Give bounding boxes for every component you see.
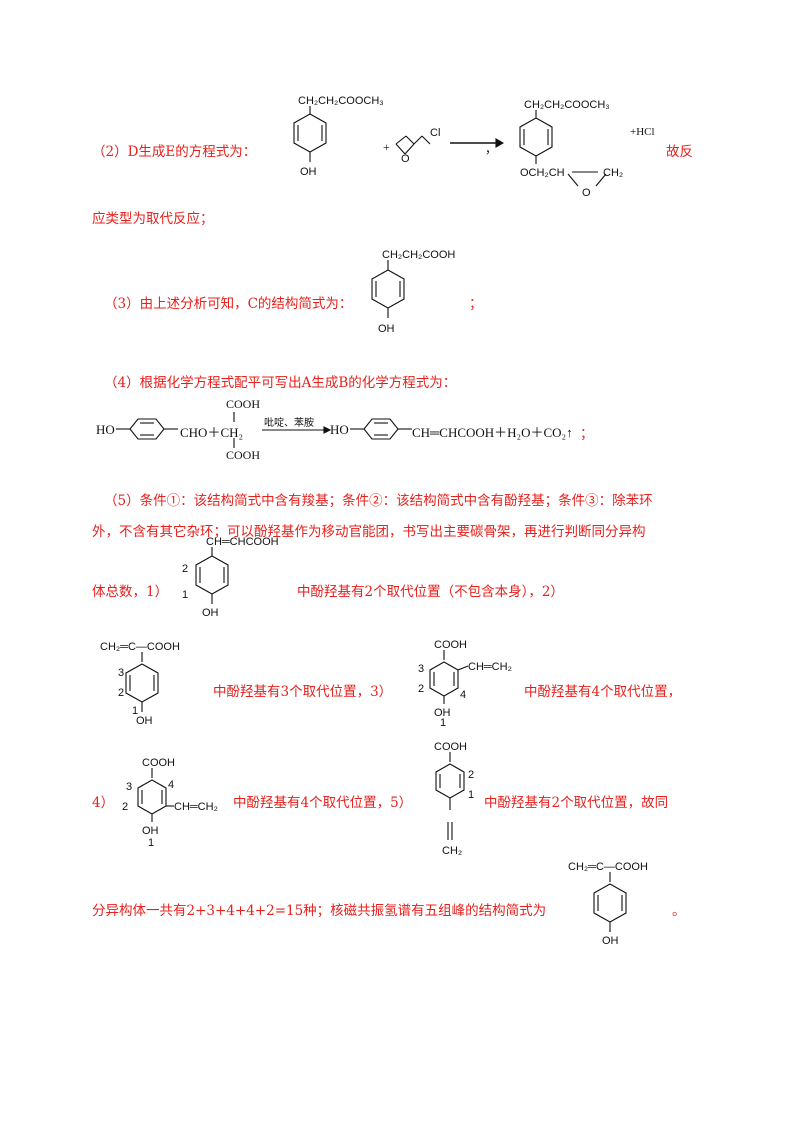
equation-product: CH═CHCOOH＋H₂O＋CO₂↑ [412,425,573,440]
isomer3-oh: OH [434,707,451,719]
section4-end: ； [580,426,594,442]
isomer1-substituent: CH═CHCOOH [206,536,279,548]
section5-line1: （5）条件①：该结构简式中含有羧基；条件②：该结构简式中含有酚羟基；条件③：除苯… [104,493,653,509]
isomer3-pos4: 4 [460,689,466,701]
aldehyde-ring [116,418,178,440]
isomer2-structure: CH₂═C—COOH OH 3 2 1 [100,641,180,727]
comma: ， [485,142,498,156]
reactant-ester-structure: CH₂CH₂COOCH₃ OH [293,96,384,178]
isomer4-pos1: 1 [148,837,154,849]
compound-c-structure: CH₂CH₂COOH OH [371,249,455,335]
isomer5-text: 中酚羟基有2个取代位置，故同 [484,795,669,811]
isomer5-ch2: CH₂ [442,845,462,857]
cinnamic-ring [350,418,412,440]
malonic-cooh-top: COOH [226,397,261,411]
section4-text: （4）根据化学方程式配平可写出A生成B的化学方程式为： [104,375,457,391]
isomer4-prefix: 4） [92,795,115,811]
section3-end: ； [469,296,483,312]
isomer2-text: 中酚羟基有3个取代位置，3） [213,684,393,700]
final-substituent: CH₂═C—COOH [568,861,648,873]
malonic-bonds [233,412,235,448]
isomer1-structure: CH═CHCOOH OH 2 1 [182,536,279,619]
isomer5-pos2: 2 [468,769,474,781]
isomer3-pos1: 1 [440,717,446,726]
isomer5-pos1: 1 [468,789,474,801]
epichlorohydrin-structure: Cl O [395,127,440,162]
isomer2-pos2: 2 [118,687,124,699]
equation-arrow [262,426,332,434]
equation-ho: HO [96,422,115,437]
isomer3-structure: COOH CH═CH₂ OH 3 2 4 1 [418,639,512,726]
isomer3-pos2: 2 [418,683,424,695]
isomer4-vinyl: CH═CH₂ [174,801,218,813]
reactant-oh: OH [300,166,317,178]
product-epoxide-o: O [582,187,591,199]
isomer2-pos3: 3 [118,667,124,679]
product-ch2: CH₂ [603,167,623,179]
isomer4-pos2: 2 [122,801,128,813]
isomer4-pos3: 3 [126,781,132,793]
compound-c-substituent: CH₂CH₂COOH [382,249,455,261]
plus-sign: + [383,140,390,154]
isomer4-structure: COOH CH═CH₂ OH 3 2 4 1 [122,757,218,849]
reaction-arrow [450,138,504,148]
product-och2ch: OCH₂CH [520,167,565,179]
isomer4-oh: OH [142,825,159,837]
equation-ho2: HO [330,422,349,437]
isomer3-vinyl: CH═CH₂ [468,661,512,673]
equation-cho-plus: CHO＋CH₂ [180,425,244,440]
reaction-conditions: 吡啶、苯胺 [264,418,314,429]
isomer3-pos3: 3 [418,663,424,675]
section5-line3-start: 体总数，1） [92,584,169,600]
isomer2-pos1: 1 [132,705,138,717]
final-end: 。 [672,903,686,919]
epoxide-o: O [401,153,410,162]
section2-line2: 应类型为取代反应； [92,211,214,227]
isomer3-cooh: COOH [434,639,467,651]
chlorine-label: Cl [430,127,440,139]
isomer5-cooh: COOH [434,741,467,753]
product-substituent: CH₂CH₂COOCH₃ [524,99,610,111]
isomer5-structure: COOH 2 CH₂ 2 1 [434,741,474,857]
isomer4-text: 中酚羟基有4个取代位置，5） [233,795,413,811]
compound-c-oh: OH [378,323,395,335]
isomer1-text: 中酚羟基有2个取代位置（不包含本身），2） [297,584,564,600]
product-ether-structure: CH₂CH₂COOCH₃ OCH₂CH O CH₂ [519,99,623,199]
section2-text: （2）D生成E的方程式为： [92,144,257,160]
final-structure: CH₂═C—COOH OH [568,861,648,947]
final-oh: OH [602,935,619,947]
section3-text: （3）由上述分析可知，C的结构简式为： [104,296,353,312]
section2-tail: 故反 [666,144,693,160]
isomer3-text: 中酚羟基有4个取代位置， [524,684,682,700]
section5-line2: 外，不含有其它杂环；可以酚羟基作为移动官能团，书写出主要碳骨架，再进行判断同分异… [92,524,646,540]
reactant-substituent: CH₂CH₂COOCH₃ [298,96,384,107]
isomer1-pos1: 1 [182,589,188,601]
isomer2-substituent: CH₂═C—COOH [100,641,180,653]
malonic-cooh-bottom: COOH [226,448,261,462]
isomer1-oh: OH [202,607,219,619]
isomer4-cooh: COOH [142,757,175,769]
isomer1-pos2: 2 [182,563,188,575]
isomer4-pos4: 4 [168,779,174,791]
hcl-byproduct: +HCl [630,126,655,138]
isomer2-oh: OH [136,715,153,727]
final-text: 分异构体一共有2+3+4+4+2=15种；核磁共振氢谱有五组峰的结构简式为 [92,903,547,919]
